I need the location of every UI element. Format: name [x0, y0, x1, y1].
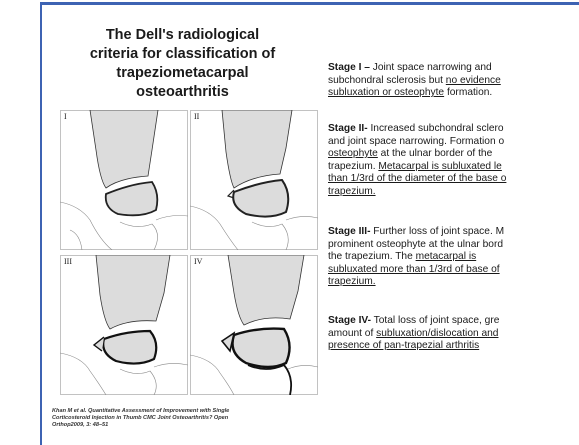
slide-left-border [40, 2, 42, 445]
panel-label: IV [194, 257, 202, 266]
stage-line: subluxation or osteophyte formation. [328, 87, 579, 100]
title-line: trapeziometacarpal [75, 64, 290, 83]
panel-label: III [64, 257, 72, 266]
joint-drawing-stage-iv [190, 255, 318, 395]
slide-top-border [40, 2, 579, 5]
stage-line: presence of pan-trapezial arthritis [328, 340, 579, 353]
stage-line: the trapezium. The metacarpal is [328, 251, 579, 264]
stage-line: osteophyte at the ulnar border of the [328, 148, 579, 161]
panel-label: I [64, 112, 67, 121]
stage-i-diagram: I [60, 110, 188, 250]
stage-text-underlined: no evidence [446, 75, 501, 86]
stage-line: and joint space narrowing. Formation o [328, 136, 579, 149]
stage-line: amount of subluxation/dislocation and [328, 328, 579, 341]
stage-text-underlined: subluxation or osteophyte [328, 87, 444, 98]
stage-text-underlined: Metacarpal is subluxated le [378, 161, 501, 172]
citation: Khan M et al. Quantitative Assessment of… [52, 408, 332, 429]
stage-ii-diagram: II [190, 110, 318, 250]
stage-text-underlined: than 1/3rd of the diameter of the base o [328, 173, 506, 184]
stage-line: trapezium. [328, 186, 579, 199]
stage-text: the trapezium. The [328, 251, 416, 262]
radiograph-figure-grid: I II III [60, 110, 318, 400]
stage-text-underlined: trapezium. [328, 276, 376, 287]
title-line: osteoarthritis [75, 83, 290, 102]
stage-text-underlined: osteophyte [328, 148, 378, 159]
stage-iv-description: Stage IV- Total loss of joint space, gre… [328, 315, 579, 353]
stage-text: amount of [328, 328, 376, 339]
stage-line: subchondral sclerosis but no evidence [328, 75, 579, 88]
stage-line: subluxated more than 1/3rd of base of [328, 264, 579, 277]
panel-label: II [194, 112, 199, 121]
stage-iii-diagram: III [60, 255, 188, 395]
citation-line: Corticosteroid Injection in Thumb CMC Jo… [52, 415, 332, 422]
stage-text-underlined: subluxation/dislocation and [376, 328, 498, 339]
stage-text-underlined: trapezium. [328, 186, 376, 197]
joint-drawing-stage-i [60, 110, 188, 250]
stage-text-underlined: presence of pan-trapezial arthritis [328, 340, 479, 351]
title-line: The Dell's radiological [75, 26, 290, 45]
stage-i-description: Stage I – Joint space narrowing and subc… [328, 62, 579, 100]
stage-iii-description: Stage III- Further loss of joint space. … [328, 226, 579, 289]
stage-ii-description: Stage II- Increased subchondral sclero a… [328, 123, 579, 199]
stage-line: Stage I – Joint space narrowing and [328, 62, 579, 75]
stage-text: formation. [444, 87, 492, 98]
stage-text-underlined: metacarpal is [416, 251, 477, 262]
stage-text: at the ulnar border of the [378, 148, 492, 159]
stage-text: subchondral sclerosis but [328, 75, 446, 86]
slide-title: The Dell's radiological criteria for cla… [75, 26, 290, 102]
stage-line: trapezium. [328, 276, 579, 289]
stage-text: Joint space narrowing and [370, 62, 492, 73]
stage-text: Increased subchondral sclero [368, 123, 504, 134]
stage-ii-heading: Stage II- [328, 123, 368, 134]
stage-line: Stage IV- Total loss of joint space, gre [328, 315, 579, 328]
stage-line: than 1/3rd of the diameter of the base o [328, 173, 579, 186]
stage-line: Stage III- Further loss of joint space. … [328, 226, 579, 239]
stage-line: trapezium. Metacarpal is subluxated le [328, 161, 579, 174]
joint-drawing-stage-ii [190, 110, 318, 250]
stage-text: Total loss of joint space, gre [371, 315, 499, 326]
joint-drawing-stage-iii [60, 255, 188, 395]
stage-text: Further loss of joint space. M [370, 226, 504, 237]
citation-line: Khan M et al. Quantitative Assessment of… [52, 408, 332, 415]
title-line: criteria for classification of [75, 45, 290, 64]
stage-text-underlined: subluxated more than 1/3rd of base of [328, 264, 500, 275]
stage-text: prominent osteophyte at the ulnar bord [328, 239, 503, 250]
stage-text: and joint space narrowing. Formation o [328, 136, 504, 147]
stage-i-heading: Stage I – [328, 62, 370, 73]
stage-text: trapezium. [328, 161, 378, 172]
citation-line: Orthop2009, 3: 48–51 [52, 422, 332, 429]
stage-line: Stage II- Increased subchondral sclero [328, 123, 579, 136]
stage-line: prominent osteophyte at the ulnar bord [328, 239, 579, 252]
stage-iv-diagram: IV [190, 255, 318, 395]
stage-iii-heading: Stage III- [328, 226, 370, 237]
stage-iv-heading: Stage IV- [328, 315, 371, 326]
